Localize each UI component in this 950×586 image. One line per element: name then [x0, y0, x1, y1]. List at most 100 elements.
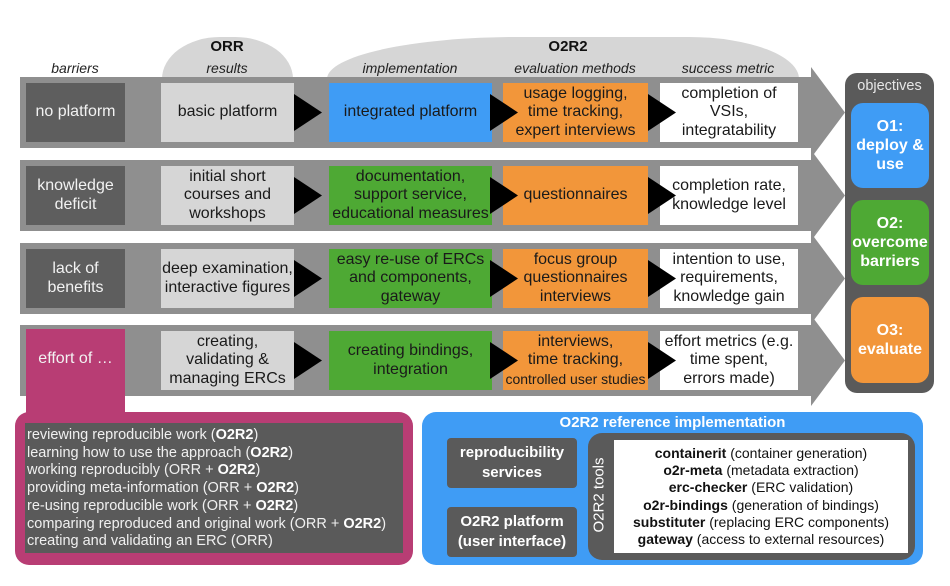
tool-item: gateway (access to external resources) — [638, 531, 885, 548]
metric-text: knowledge level — [672, 195, 786, 213]
results-box: creating, validating & managing ERCs — [161, 331, 294, 390]
results-text: deep examination, — [162, 260, 293, 277]
evaluation-text: time tracking, — [527, 351, 624, 369]
implementation-text: documentation, — [355, 167, 466, 185]
barrier-text: no platform — [35, 103, 116, 121]
objective-text: evaluate — [857, 341, 923, 358]
implementation-text: support service, — [354, 186, 467, 204]
barrier-text: lack of — [52, 260, 99, 277]
effort-item-bold: O2R2 — [343, 515, 382, 532]
objectives-title: objectives — [857, 78, 922, 94]
results-text: workshops — [189, 204, 266, 222]
effort-item-end: ) — [381, 515, 387, 532]
effort-list-item: re-using reproducible work (ORR + O2R2) — [27, 498, 403, 516]
results-text: basic platform — [177, 103, 278, 121]
results-text: validating & — [186, 351, 269, 369]
results-box: basic platform — [161, 83, 294, 142]
tool-item: o2r-meta (metadata extraction) — [663, 462, 858, 479]
evaluation-box: interviews, time tracking, controlled us… — [503, 331, 648, 390]
o2r2-title: O2R2 — [548, 38, 588, 55]
effort-item-bold: O2R2 — [255, 497, 294, 514]
effort-item-end: ) — [255, 462, 261, 479]
effort-list-item: providing meta-information (ORR + O2R2) — [27, 480, 403, 498]
tool-desc: (container generation) — [730, 444, 868, 461]
metric-text: VSIs, — [709, 103, 749, 121]
platform-text: (user interface) — [457, 533, 567, 550]
effort-list-item: creating and validating an ERC (ORR) — [27, 533, 403, 551]
tool-name: o2r-meta — [663, 462, 723, 479]
effort-list-item: comparing reproduced and original work (… — [27, 516, 403, 534]
tool-name: erc-checker — [668, 479, 748, 496]
tool-name: substituter — [633, 513, 706, 530]
metric-text: completion of — [681, 84, 777, 102]
implementation-text: integration — [373, 360, 448, 378]
evaluation-text: expert interviews — [515, 121, 636, 139]
implementation-box: documentation, support service, educatio… — [329, 166, 492, 225]
barrier-text: benefits — [47, 278, 104, 296]
tool-desc: (access to external resources) — [696, 530, 885, 547]
evaluation-text: focus group — [533, 250, 618, 268]
implementation-box: easy re-use of ERCs and components, gate… — [329, 249, 492, 308]
metric-box: completion of VSIs, integratability — [660, 83, 798, 142]
effort-list-panel: reviewing reproducible work (O2R2) learn… — [15, 412, 413, 565]
barrier-box: lack of benefits — [26, 249, 125, 308]
barrier-text: effort of … — [38, 350, 113, 368]
objective-text: O1: — [876, 118, 904, 135]
effort-item-bold: O2R2 — [215, 427, 254, 443]
metric-box: completion rate, knowledge level — [660, 166, 798, 225]
row-knowledge-deficit: knowledge deficit initial short courses … — [0, 150, 950, 241]
results-text: courses and — [183, 186, 272, 204]
effort-item-end: ) — [253, 427, 259, 443]
metric-text: integratability — [681, 121, 777, 139]
implementation-text: creating bindings, — [347, 342, 474, 359]
metric-box: intention to use, requirements, knowledg… — [660, 249, 798, 308]
effort-item-text: comparing reproduced and original work (… — [27, 515, 344, 532]
metric-text: requirements, — [680, 269, 778, 287]
column-header-success-metric: success metric — [681, 60, 775, 76]
metric-text: completion rate, — [672, 177, 786, 194]
row-effort: effort of … creating, validating & manag… — [0, 315, 950, 406]
effort-item-text: reviewing reproducible work ( — [27, 427, 216, 443]
column-header-evaluation-methods: evaluation methods — [514, 60, 636, 76]
barrier-box: knowledge deficit — [26, 166, 125, 225]
row-arrowhead — [811, 315, 845, 406]
tool-desc: (replacing ERC components) — [709, 513, 889, 530]
tool-item: erc-checker (ERC validation) — [669, 479, 853, 496]
o2r2-tools-box: O2R2 tools containerit (container genera… — [588, 433, 915, 560]
metric-text: intention to use, — [672, 250, 786, 268]
evaluation-box: questionnaires — [503, 166, 648, 225]
evaluation-text: questionnaires — [523, 269, 628, 287]
effort-item-end: ) — [293, 497, 299, 514]
evaluation-text: interviews, — [537, 332, 614, 350]
effort-list-item: working reproducibly (ORR + O2R2) — [27, 462, 403, 480]
reference-implementation-title: O2R2 reference implementation — [559, 414, 786, 431]
tool-item: containerit (container generation) — [655, 445, 867, 462]
objectives-panel: objectives O1: deploy & use O2: overcome… — [845, 73, 934, 393]
tools-list: containerit (container generation) o2r-m… — [614, 440, 908, 553]
effort-list: reviewing reproducible work (O2R2) learn… — [25, 423, 403, 553]
tool-item: substituter (replacing ERC components) — [633, 514, 889, 531]
effort-item-end: ) — [294, 480, 300, 497]
implementation-text: educational measures — [332, 204, 489, 222]
effort-list-item: learning how to use the approach (O2R2) — [27, 445, 403, 463]
results-text: creating, — [196, 332, 259, 350]
effort-item-end: ) — [288, 444, 294, 461]
tool-name: containerit — [654, 444, 727, 461]
objective-text: O2: — [876, 215, 904, 232]
effort-item-text: working reproducibly (ORR + — [27, 462, 218, 479]
reference-implementation-panel: O2R2 reference implementation reproducib… — [422, 412, 923, 565]
effort-item-bold: O2R2 — [217, 462, 256, 479]
results-text: managing ERCs — [169, 369, 286, 387]
effort-item-bold: O2R2 — [250, 444, 289, 461]
row-arrowhead — [811, 150, 845, 241]
metric-text: effort metrics (e.g. — [664, 332, 794, 350]
effort-item-bold: O2R2 — [256, 480, 295, 497]
implementation-text: integrated platform — [343, 103, 478, 121]
results-text: interactive figures — [164, 278, 291, 296]
barrier-text: knowledge — [37, 177, 114, 194]
metric-text: knowledge gain — [673, 287, 785, 305]
row-no-platform: no platform basic platform integrated pl… — [0, 67, 950, 158]
objective-o1: O1: deploy & use — [851, 103, 929, 188]
objective-o2: O2: overcome barriers — [851, 200, 929, 285]
results-text: initial short — [189, 167, 266, 185]
